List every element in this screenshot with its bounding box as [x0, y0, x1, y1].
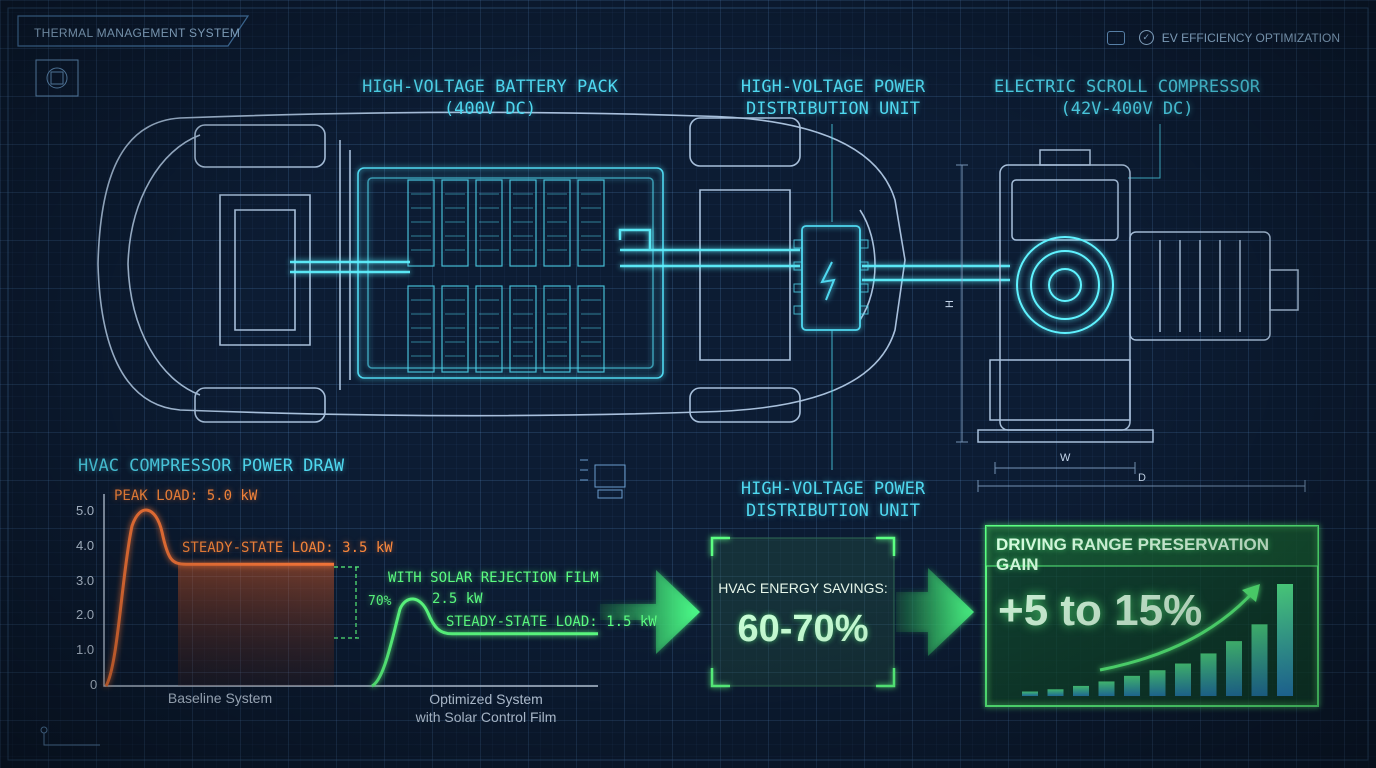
flow-arrow-1 [600, 570, 700, 654]
compressor-line2: (42V-400V DC) [1060, 99, 1194, 119]
pdu-bottom-line1: HIGH-VOLTAGE POWER [740, 479, 926, 499]
chart-axes [103, 494, 598, 687]
range-bar [1149, 670, 1166, 696]
battery-cell [441, 285, 469, 373]
x-label-optimized-line1: Optimized System [429, 691, 543, 707]
battery-cell [543, 179, 571, 267]
baseline-curve [104, 508, 334, 687]
savings-box-frame [710, 536, 896, 688]
battery-label: HIGH-VOLTAGE BATTERY PACK (400V DC) [340, 76, 640, 120]
chart-title: HVAC COMPRESSOR POWER DRAW [78, 456, 345, 476]
scroll-compressor [977, 149, 1299, 443]
range-bar [1073, 685, 1089, 696]
compressor-rotor [1016, 236, 1114, 334]
vehicle-chassis-outline [97, 111, 906, 423]
annotation-baseline-steady: STEADY-STATE LOAD: 3.5 kW [182, 540, 393, 556]
annotation-peak-load: PEAK LOAD: 5.0 kW [114, 488, 258, 504]
pdu-label-bottom: HIGH-VOLTAGE POWER DISTRIBUTION UNIT [718, 478, 948, 522]
y-tick-label: 3.0 [76, 572, 95, 588]
pdu-top-line1: HIGH-VOLTAGE POWER [740, 77, 926, 97]
annotation-film-label: WITH SOLAR REJECTION FILM [388, 570, 599, 586]
battery-cell [407, 179, 435, 267]
savings-value: 60-70% [737, 608, 869, 650]
dim-w-label: W [1060, 452, 1071, 464]
compressor-label: ELECTRIC SCROLL COMPRESSOR (42V-400V DC) [972, 76, 1282, 120]
header-right-title: EV EFFICIENCY OPTIMIZATION [1161, 30, 1340, 45]
range-bar-chart [1022, 584, 1293, 696]
battery-cell [407, 285, 435, 373]
header-tab: THERMAL MANAGEMENT SYSTEM [18, 16, 248, 46]
range-value: +5 to 15% [998, 586, 1203, 635]
y-tick-label: 1.0 [76, 642, 95, 658]
baseline-fill [178, 564, 334, 686]
hv-power-cables [290, 228, 1010, 282]
battery-label-line1: HIGH-VOLTAGE BATTERY PACK [362, 77, 618, 97]
battery-label-line2: (400V DC) [443, 99, 537, 119]
flow-arrow-2 [896, 568, 974, 656]
annotation-reduction: 70% [368, 594, 392, 609]
reduction-bracket [334, 566, 362, 639]
header-tab-frame [17, 15, 250, 47]
savings-label: HVAC ENERGY SAVINGS: [718, 580, 888, 596]
range-bar [1124, 675, 1140, 696]
pdu-top-line2: DISTRIBUTION UNIT [746, 99, 920, 119]
corner-decor [40, 726, 100, 746]
range-bar [1175, 663, 1191, 696]
range-bar [1200, 653, 1217, 696]
annotation-film-steady: STEADY-STATE LOAD: 1.5 kW [446, 614, 657, 630]
y-tick-label: 0 [90, 677, 98, 692]
system-widget-icon [35, 59, 79, 97]
mini-gauge-widget [580, 459, 626, 499]
pdu-label-top: HIGH-VOLTAGE POWER DISTRIBUTION UNIT [718, 76, 948, 120]
battery-cell [577, 285, 605, 373]
dim-h-label: H [943, 300, 956, 308]
growth-arrow [1099, 588, 1257, 672]
battery-cell [475, 179, 503, 267]
battery-cell [475, 285, 503, 373]
header-title: THERMAL MANAGEMENT SYSTEM [34, 26, 241, 40]
x-label-optimized: Optimized System with Solar Control Film [386, 690, 586, 726]
pdu-bottom-line2: DISTRIBUTION UNIT [746, 501, 920, 521]
check-circle-icon: ✓ [1138, 30, 1154, 46]
x-label-baseline: Baseline System [167, 690, 273, 706]
settings-icon [1106, 30, 1125, 45]
battery-cell [509, 285, 537, 373]
range-bar [1047, 689, 1064, 696]
range-bar [1251, 624, 1268, 696]
battery-cell [577, 179, 605, 267]
annotation-film-peak: 2.5 kW [432, 591, 483, 607]
pdu-box [801, 225, 861, 331]
battery-cell [509, 179, 537, 267]
range-title: DRIVING RANGE PRESERVATION GAIN [996, 535, 1269, 574]
battery-cell [543, 285, 571, 373]
battery-cell [441, 179, 469, 267]
header-right: ✓ EV EFFICIENCY OPTIMIZATION [1106, 30, 1340, 46]
y-tick-label: 5.0 [76, 503, 95, 518]
dim-d-label: D [1138, 472, 1146, 484]
compressor-line1: ELECTRIC SCROLL COMPRESSOR [993, 77, 1261, 97]
x-label-optimized-line2: with Solar Control Film [415, 709, 557, 725]
range-bar [1022, 691, 1038, 696]
dimension-lines [956, 164, 1306, 492]
battery-cell-array [407, 179, 605, 373]
range-bar [1226, 641, 1242, 696]
range-bar [1098, 681, 1115, 696]
optimized-curve [371, 597, 598, 688]
y-tick-label: 4.0 [76, 537, 95, 553]
y-tick-label: 2.0 [76, 607, 95, 623]
range-bar [1277, 584, 1293, 696]
